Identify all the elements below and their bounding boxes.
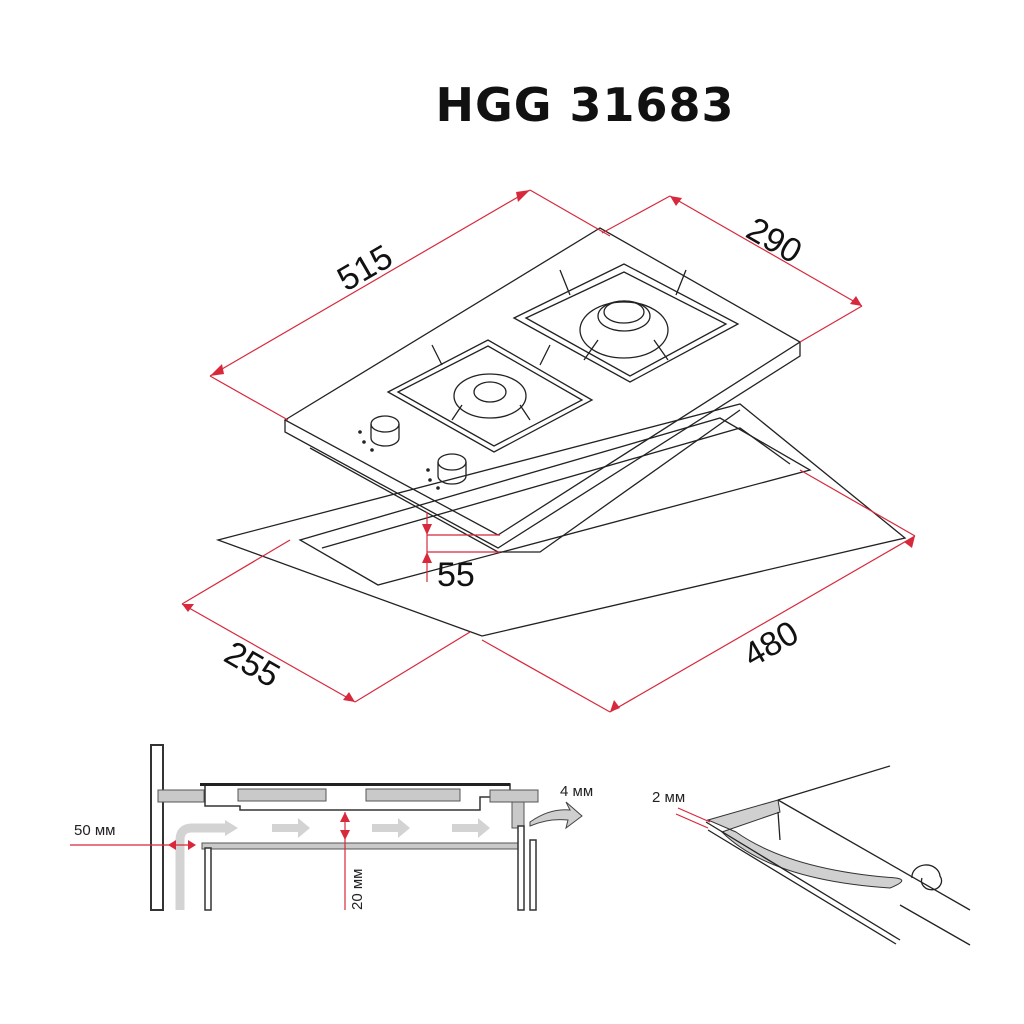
label-seal-thickness: 2 мм [652,789,685,806]
model-title: HGG 31683 [435,78,735,132]
dim-cutout-255: 255 [218,634,286,695]
label-vent-gap: 4 мм [560,783,593,800]
dim-cutout-480: 480 [737,614,805,675]
cutout-outline [215,403,907,637]
dim-width-515: 515 [331,238,399,299]
burner-right [512,263,740,383]
control-knobs [358,415,467,490]
label-side-clearance: 50 мм [74,822,115,839]
side-view [70,744,583,911]
burner-left [386,339,594,453]
dim-height-55: 55 [437,556,475,594]
label-air-gap: 20 мм [349,869,366,910]
seal-detail [675,765,971,946]
dim-depth-290: 290 [740,210,808,271]
dimension-lines [181,189,916,713]
